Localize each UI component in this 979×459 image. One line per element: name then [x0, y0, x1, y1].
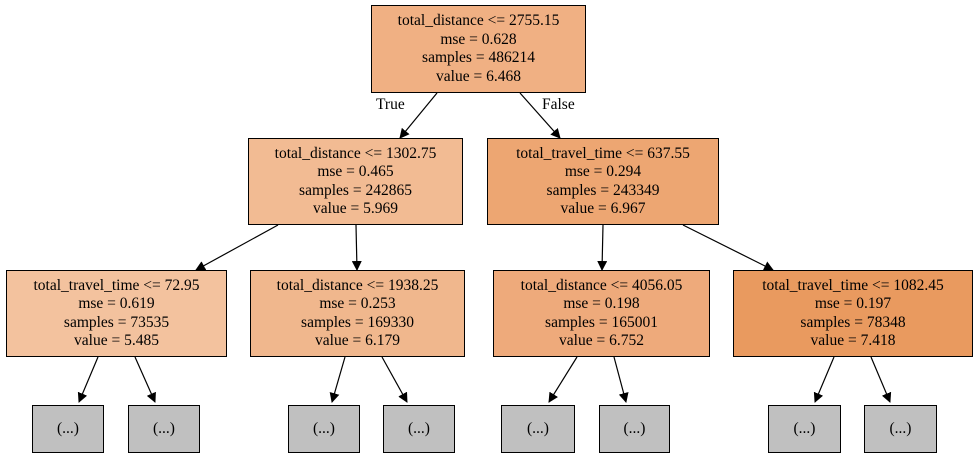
edge-root-n2 — [519, 92, 561, 139]
leaf-label: (...) — [57, 419, 79, 437]
edge-n1-n4 — [351, 224, 362, 271]
edge-n5-leaf1 — [548, 356, 578, 403]
node-split: total_distance <= 4056.05 — [520, 276, 683, 294]
node-mse: mse = 0.197 — [814, 295, 892, 312]
edge-n4-leaf1 — [329, 356, 346, 403]
edge-n3-leaf1 — [77, 356, 99, 403]
edge-n4-leaf2 — [381, 356, 408, 403]
tree-leaf-8: (...) — [864, 405, 937, 453]
node-value: value = 6.179 — [315, 332, 400, 349]
node-value: value = 6.468 — [436, 67, 521, 85]
node-samples: samples = 486214 — [422, 49, 535, 66]
edge-n6-leaf1 — [813, 356, 835, 403]
node-value: value = 5.969 — [313, 200, 398, 217]
node-mse: mse = 0.465 — [317, 163, 394, 180]
node-samples: samples = 243349 — [546, 181, 660, 199]
edge-n2-n6 — [682, 224, 774, 271]
leaf-label: (...) — [408, 419, 430, 437]
node-mse: mse = 0.198 — [563, 295, 640, 312]
node-samples: samples = 242865 — [299, 181, 412, 199]
node-mse: mse = 0.294 — [564, 163, 642, 180]
node-samples: samples = 169330 — [301, 313, 414, 331]
tree-node-left-left: total_travel_time <= 72.95 mse = 0.619 s… — [6, 270, 227, 357]
tree-node-left-right: total_distance <= 1938.25 mse = 0.253 sa… — [250, 270, 465, 357]
leaf-label: (...) — [153, 419, 175, 437]
tree-leaf-4: (...) — [383, 405, 455, 453]
node-split: total_travel_time <= 72.95 — [33, 276, 200, 294]
edge-n2-n5 — [597, 224, 608, 271]
leaf-label: (...) — [889, 419, 912, 437]
node-split: total_distance <= 2755.15 — [397, 12, 560, 29]
tree-leaf-3: (...) — [288, 405, 360, 453]
tree-leaf-2: (...) — [128, 405, 200, 453]
node-value: value = 6.967 — [560, 200, 646, 217]
node-split: total_distance <= 1302.75 — [274, 144, 437, 162]
leaf-label: (...) — [793, 419, 816, 437]
node-mse: mse = 0.628 — [440, 30, 517, 48]
node-value: value = 7.418 — [810, 332, 896, 349]
node-split: total_travel_time <= 1082.45 — [762, 276, 944, 294]
edge-label-true: True — [376, 96, 405, 113]
tree-leaf-1: (...) — [32, 405, 104, 453]
edge-label-false: False — [542, 96, 575, 113]
tree-node-right-right: total_travel_time <= 1082.45 mse = 0.197… — [733, 270, 973, 357]
node-split: total_travel_time <= 637.55 — [516, 144, 690, 162]
node-samples: samples = 73535 — [63, 313, 170, 331]
tree-node-right-left: total_distance <= 4056.05 mse = 0.198 sa… — [493, 270, 710, 357]
tree-leaf-7: (...) — [768, 405, 841, 453]
edge-root-n1 — [399, 92, 438, 139]
tree-node-right: total_travel_time <= 637.55 mse = 0.294 … — [487, 138, 719, 225]
tree-leaf-5: (...) — [501, 405, 575, 453]
node-samples: samples = 78348 — [800, 313, 906, 331]
tree-leaf-6: (...) — [599, 405, 670, 453]
leaf-label: (...) — [527, 419, 549, 437]
node-value: value = 5.485 — [74, 332, 159, 349]
node-mse: mse = 0.253 — [319, 295, 396, 312]
node-value: value = 6.752 — [559, 332, 644, 349]
edge-n5-leaf2 — [613, 356, 629, 403]
edge-n1-n3 — [195, 224, 279, 271]
node-mse: mse = 0.619 — [78, 295, 155, 312]
tree-node-root: total_distance <= 2755.15 mse = 0.628 sa… — [371, 5, 586, 93]
node-samples: samples = 165001 — [545, 313, 658, 331]
leaf-label: (...) — [623, 419, 646, 437]
leaf-label: (...) — [313, 419, 335, 437]
edge-n3-leaf2 — [134, 356, 156, 403]
tree-node-left: total_distance <= 1302.75 mse = 0.465 sa… — [248, 138, 463, 225]
edge-n6-leaf2 — [870, 356, 892, 403]
node-split: total_distance <= 1938.25 — [276, 276, 439, 294]
